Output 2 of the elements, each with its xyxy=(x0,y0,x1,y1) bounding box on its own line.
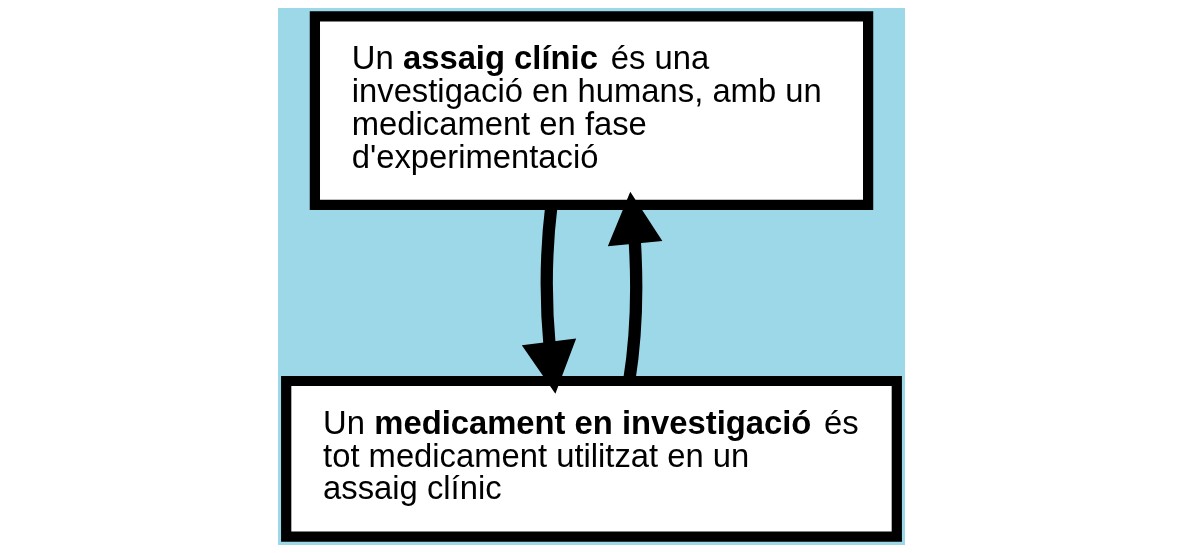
node-box: Un medicament en investigació és tot medicament utilitzat en un assaig clínic xyxy=(281,375,902,542)
node-box: Un assaig clínic és una investigació en humans, amb un medicament en fase d'experimentació xyxy=(309,11,874,210)
